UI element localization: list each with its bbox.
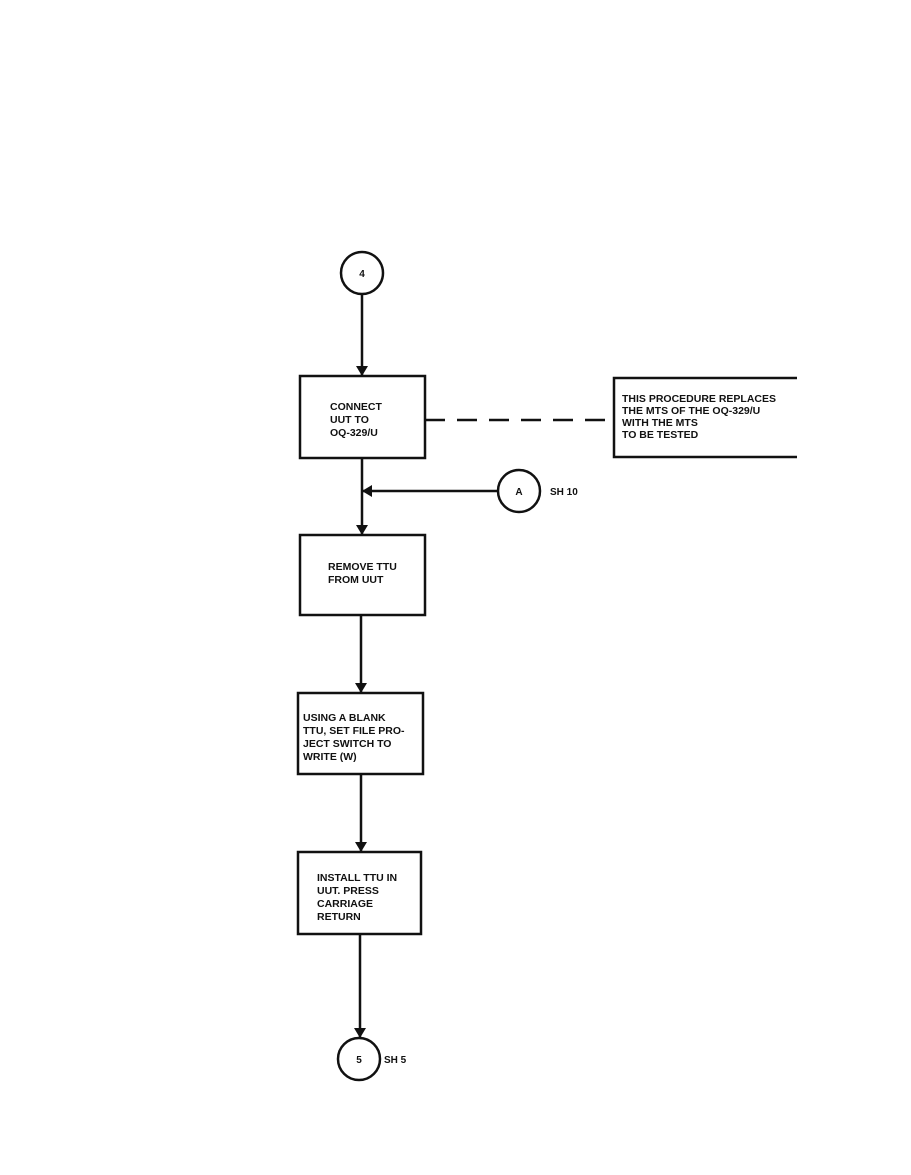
note-annotation: THIS PROCEDURE REPLACES THE MTS OF THE O… xyxy=(612,376,797,459)
svg-text:THIS PROCEDURE REPLACES: THIS PROCEDURE REPLACES THE MTS OF THE O… xyxy=(622,393,779,441)
start-connector-label: 4 xyxy=(359,269,365,280)
svg-text:A: A xyxy=(515,487,522,498)
step-remove-ttu: REMOVE TTU FROM UUT xyxy=(298,533,427,617)
sheet-ref: SH 5 xyxy=(384,1055,407,1066)
entry-connector-a: A SH 10 xyxy=(496,468,578,514)
svg-text:5: 5 xyxy=(356,1055,362,1066)
step-set-file-protect: USING A BLANK TTU, SET FILE PRO- JECT SW… xyxy=(296,691,425,776)
sheet-ref: SH 10 xyxy=(550,487,578,498)
step-connect-uut: CONNECT UUT TO OQ-329/U xyxy=(298,374,427,460)
start-connector: 4 xyxy=(339,250,385,296)
end-connector: 5 SH 5 xyxy=(336,1036,407,1082)
svg-text:USING A BLANK TTU, SET F: USING A BLANK TTU, SET FILE PRO- JECT SW… xyxy=(303,712,407,763)
svg-text:CONNECT UUT TO OQ-: CONNECT UUT TO OQ-329/U xyxy=(330,401,385,439)
svg-text:REMOVE TTU FROM UUT: REMOVE TTU FROM UUT xyxy=(328,561,400,586)
step-install-ttu: INSTALL TTU IN UUT. PRESS CARRIAGE RETUR… xyxy=(296,850,423,936)
svg-text:INSTALL TTU IN UUT. PRES: INSTALL TTU IN UUT. PRESS CARRIAGE RETUR… xyxy=(317,872,400,923)
